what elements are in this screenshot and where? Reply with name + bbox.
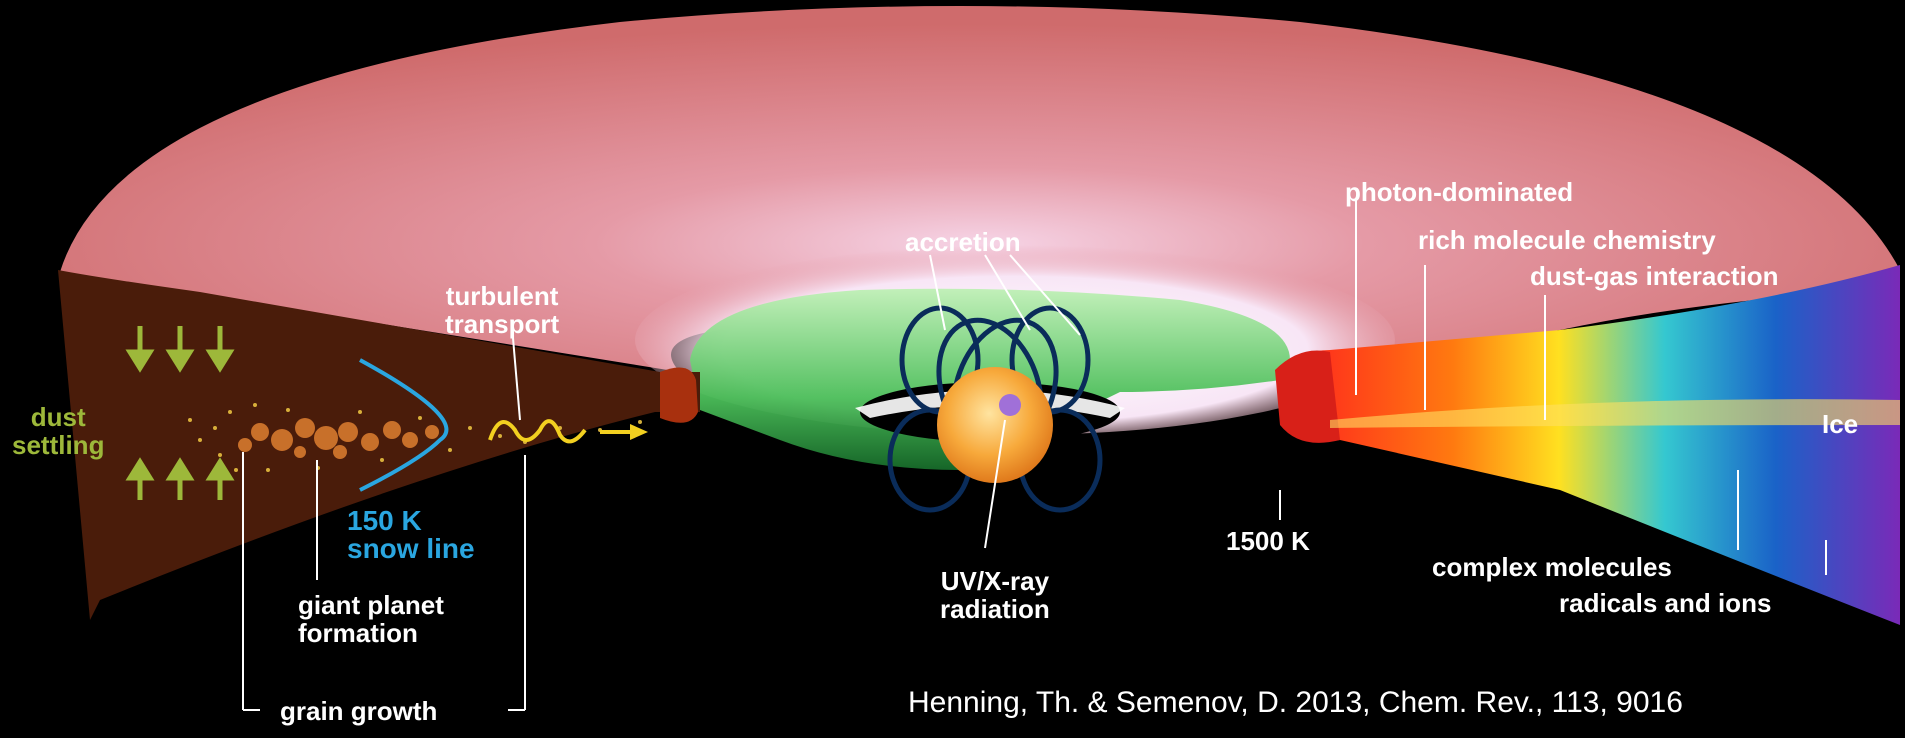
giant-planet-formation-label: giant planet formation <box>298 591 444 647</box>
disk-surface <box>60 6 1900 372</box>
photon-dominated-label: photon-dominated <box>1345 177 1574 207</box>
rainbow-wedge <box>1280 265 1900 625</box>
snow-line-temp: 150 K <box>347 505 422 536</box>
dust-settling-label: dust settling <box>12 403 104 459</box>
dust-grains <box>238 418 439 459</box>
giant-planet-line-1: giant planet <box>298 590 444 620</box>
turbulent-transport-line-2: transport <box>445 309 560 339</box>
uv-xray-line-1: UV/X-ray <box>940 566 1050 596</box>
giant-planet-line-2: formation <box>298 618 418 648</box>
grain-growth-label: grain growth <box>280 696 438 726</box>
temperature-1500k-label: 1500 K <box>1226 526 1310 556</box>
turbulence-squiggle <box>488 419 587 444</box>
transport-arrow <box>600 424 648 440</box>
accretion-label: accretion <box>905 227 1021 257</box>
snow-line-text: snow line <box>347 533 475 564</box>
uv-xray-line-2: radiation <box>940 594 1050 624</box>
radicals-ions-label: radicals and ions <box>1559 588 1772 618</box>
complex-molecules-label: complex molecules <box>1432 552 1672 582</box>
citation: Henning, Th. & Semenov, D. 2013, Chem. R… <box>908 686 1683 719</box>
hot-spot <box>999 394 1021 416</box>
rich-molecule-chemistry-label: rich molecule chemistry <box>1418 225 1716 255</box>
ice-label: Ice <box>1822 409 1859 439</box>
dust-settling-line-2: settling <box>12 430 105 460</box>
inner-rim-right <box>1275 350 1340 443</box>
turbulent-transport-label: turbulent transport <box>445 282 559 338</box>
snow-line-curve <box>359 358 449 492</box>
settling-arrows <box>125 326 235 500</box>
inner-rim-left <box>660 367 698 423</box>
uv-xray-label: UV/X-ray radiation <box>940 567 1050 623</box>
leader-lines <box>242 200 1827 711</box>
snow-line-label: 150 K snow line <box>347 507 475 563</box>
dust-gas-interaction-label: dust-gas interaction <box>1530 261 1779 291</box>
central-star <box>937 367 1053 483</box>
turbulent-transport-line-1: turbulent <box>445 281 559 311</box>
dust-settling-line-1: dust <box>30 402 86 432</box>
